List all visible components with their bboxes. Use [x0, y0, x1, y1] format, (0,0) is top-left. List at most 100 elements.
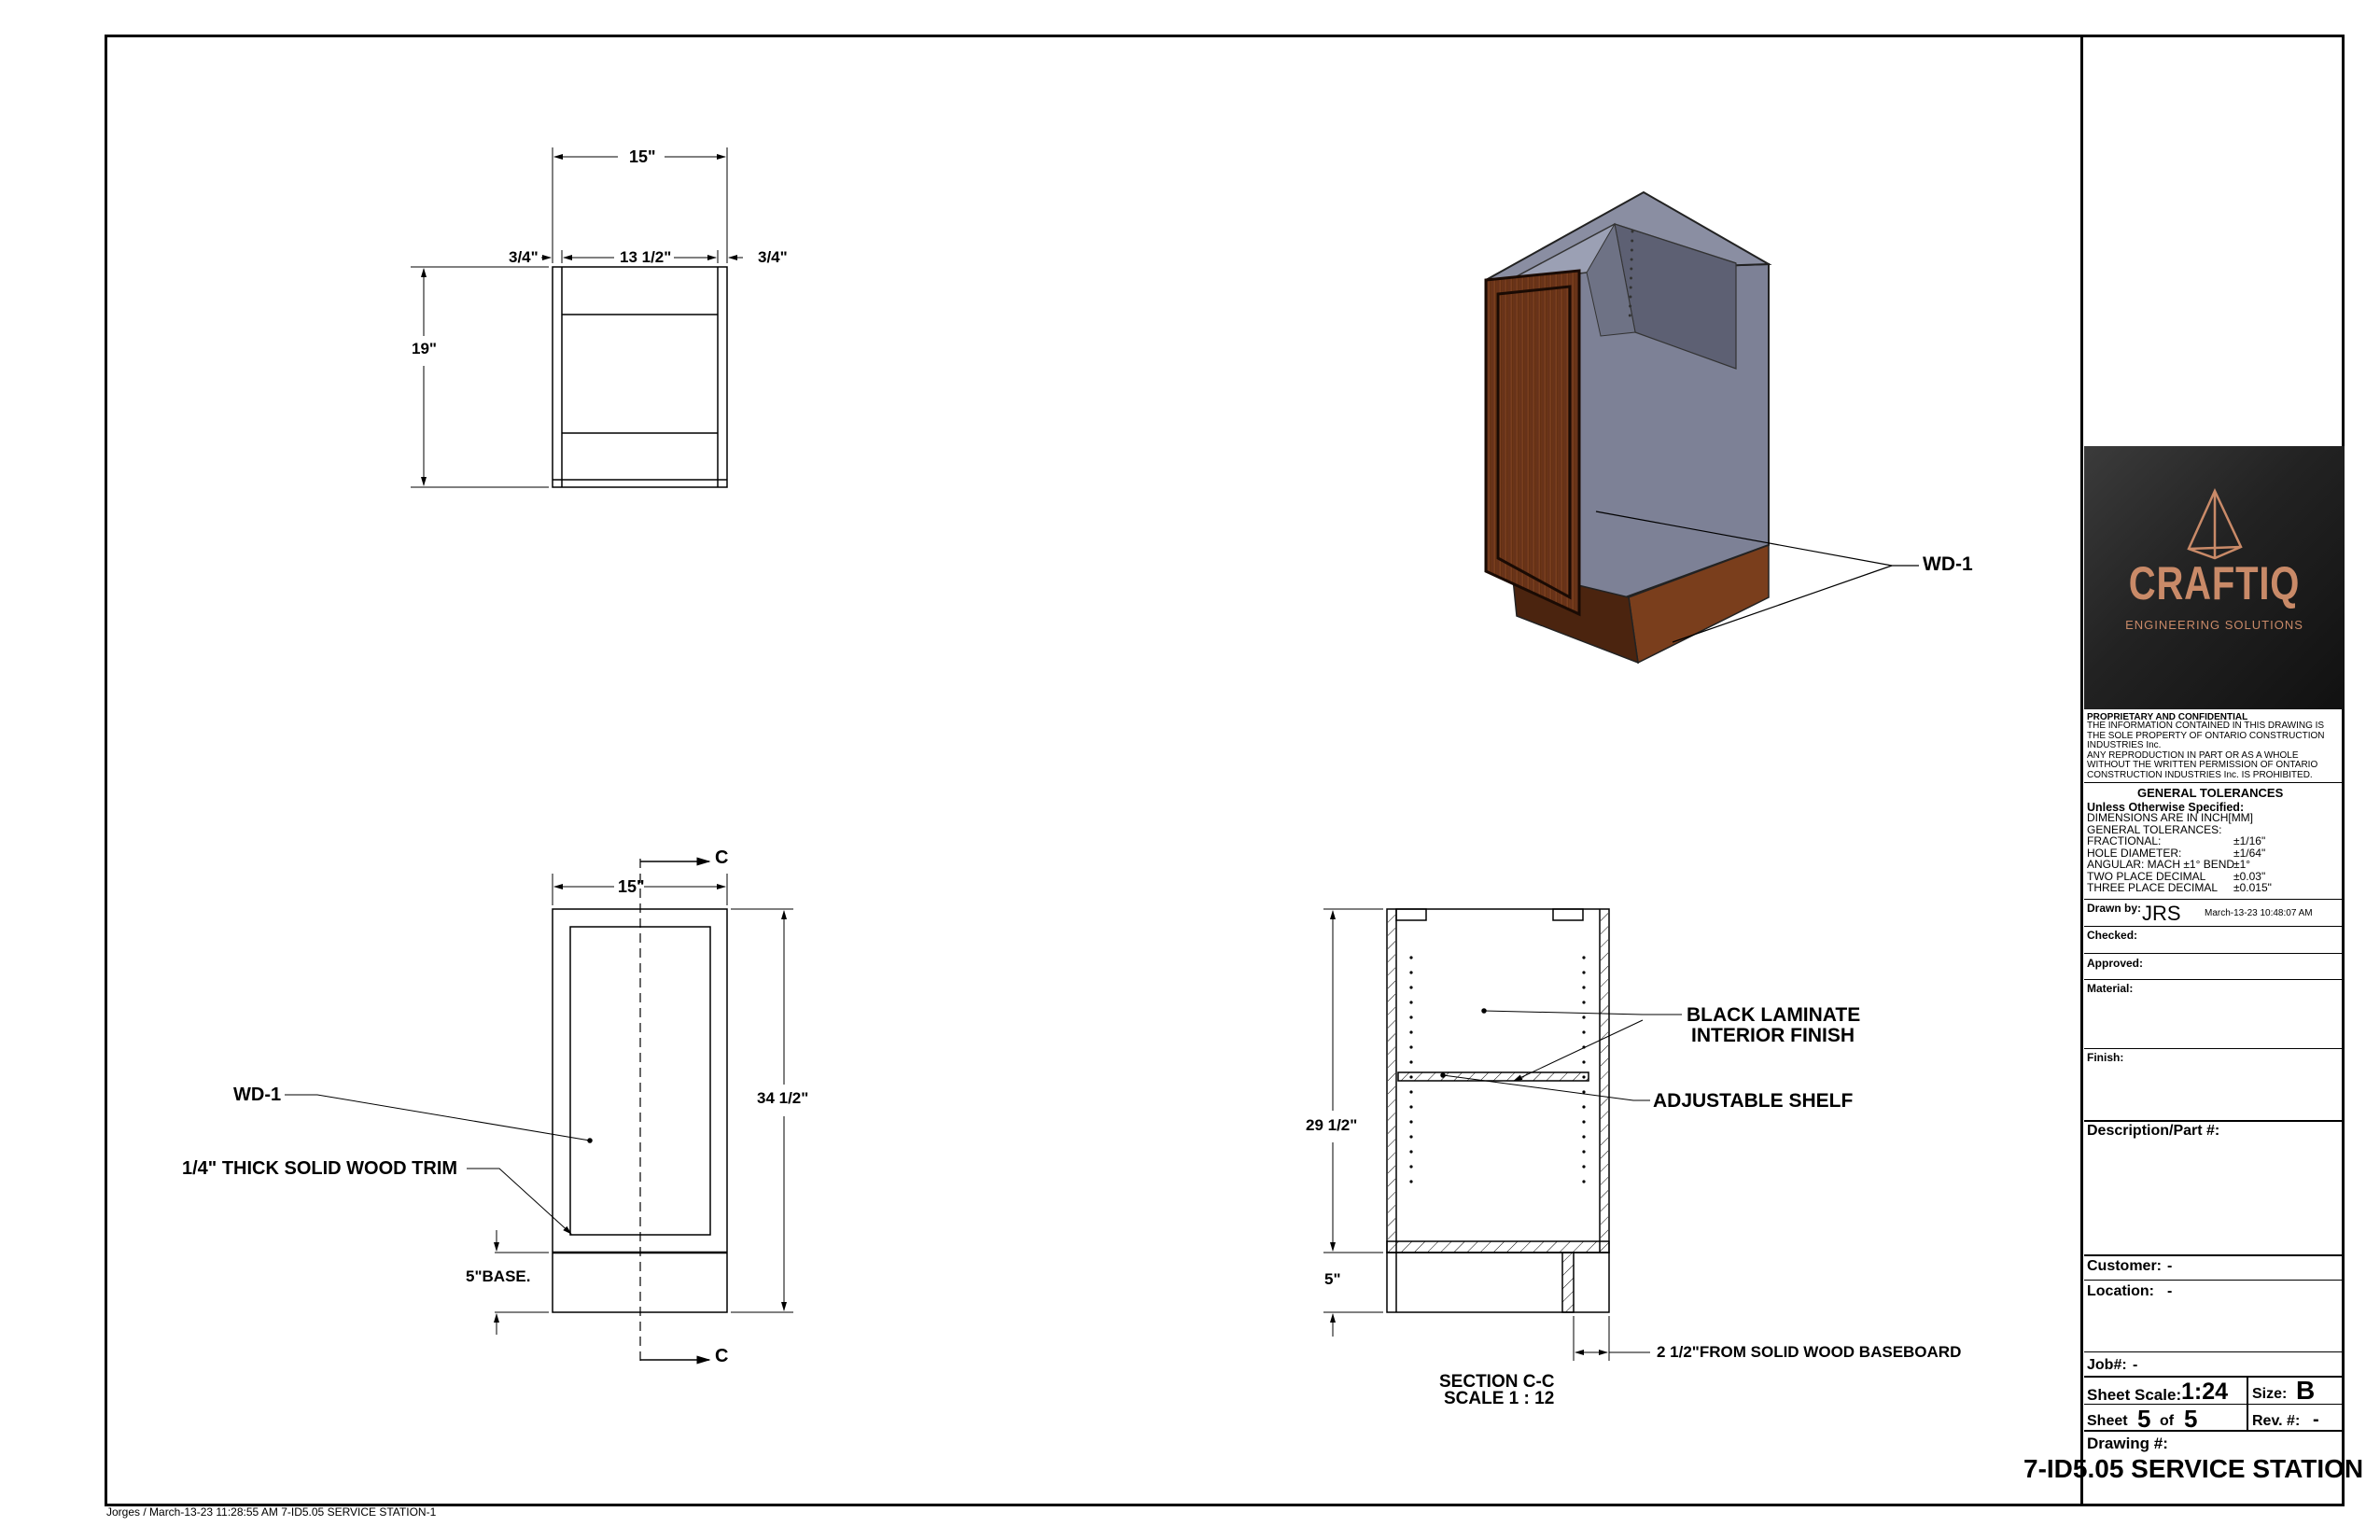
shelf-pin-hole — [1409, 1060, 1413, 1064]
iso-pin-hole — [1631, 230, 1634, 233]
callout-baseboard: 2 1/2"FROM SOLID WOOD BASEBOARD — [1657, 1343, 1962, 1361]
callout-laminate-2: INTERIOR FINISH — [1691, 1025, 1855, 1046]
shelf-pin-hole — [1582, 1060, 1586, 1064]
shelf-pin-hole — [1582, 1165, 1586, 1169]
top-view-outline — [552, 266, 728, 488]
callout-wd1-front: WD-1 — [233, 1085, 282, 1105]
iso-view — [1484, 190, 1919, 665]
shelf-pin-hole — [1582, 1030, 1586, 1034]
customer-label: Customer: — [2087, 1258, 2163, 1274]
sheet-label: Sheet — [2087, 1413, 2128, 1429]
shelf-pin-hole — [1409, 1105, 1413, 1109]
size-value: B — [2296, 1376, 2316, 1405]
location-value: - — [2167, 1283, 2173, 1299]
rev-value: - — [2313, 1409, 2319, 1430]
iso-pin-hole — [1631, 239, 1634, 243]
tolerances-title: GENERAL TOLERANCES — [2137, 786, 2284, 800]
shelf-pin-hole — [1582, 986, 1586, 989]
top-view — [411, 147, 743, 488]
location-label: Location: — [2087, 1283, 2154, 1299]
shelf-pin-hole — [1409, 1090, 1413, 1094]
dim-top-right-side: 3/4" — [758, 248, 788, 266]
tolerances-list: DIMENSIONS ARE IN INCH[MM] GENERAL TOLER… — [2087, 811, 2254, 894]
shelf-pin-holes — [1409, 956, 1586, 1183]
callout-shelf: ADJUSTABLE SHELF — [1653, 1090, 1854, 1112]
shelf-pin-hole — [1409, 1150, 1413, 1154]
material-label: Material: — [2087, 982, 2134, 995]
tolerances-values: ±1/16" ±1/64" ±1° ±0.03" ±0.015" — [2233, 834, 2272, 894]
iso-pin-hole — [1629, 304, 1632, 308]
shelf-pin-hole — [1409, 1120, 1413, 1124]
shelf-pin-hole — [1582, 1015, 1586, 1019]
iso-pin-hole — [1630, 267, 1633, 271]
shelf-pin-hole — [1582, 971, 1586, 974]
approved-label: Approved: — [2087, 957, 2143, 970]
shelf-pin-hole — [1582, 1001, 1586, 1004]
section-marker-top: C — [715, 847, 729, 868]
tolerances-unless: Unless Otherwise Specified: — [2087, 801, 2245, 814]
shelf-pin-hole — [1582, 1090, 1586, 1094]
shelf-pin-hole — [1582, 1180, 1586, 1183]
dim-front-base: 5"BASE. — [466, 1267, 531, 1285]
sheet-total: 5 — [2184, 1405, 2198, 1433]
iso-pin-hole — [1630, 258, 1633, 261]
iso-pin-hole — [1629, 286, 1632, 289]
iso-pin-hole — [1630, 276, 1632, 280]
shelf-pin-hole — [1409, 1030, 1413, 1034]
drawing-border — [105, 35, 2345, 1506]
proprietary-text: THE INFORMATION CONTAINED IN THIS DRAWIN… — [2087, 721, 2325, 780]
job-value: - — [2133, 1357, 2138, 1373]
job-label: Job#: — [2087, 1357, 2127, 1373]
section-scale: SCALE 1 : 12 — [1444, 1389, 1555, 1408]
description-label: Description/Part #: — [2087, 1123, 2220, 1139]
shelf-pin-hole — [1409, 1001, 1413, 1004]
dim-front-width: 15" — [618, 877, 645, 896]
finish-label: Finish: — [2087, 1051, 2124, 1064]
iso-pin-hole — [1629, 295, 1632, 299]
checked-label: Checked: — [2087, 929, 2138, 942]
shelf-pin-hole — [1409, 1015, 1413, 1019]
iso-pin-hole — [1630, 248, 1633, 252]
dim-top-depth: 19" — [412, 340, 437, 357]
shelf-pin-hole — [1409, 1165, 1413, 1169]
section-title: SECTION C-C — [1439, 1372, 1555, 1392]
shelf-pin-hole — [1409, 1075, 1413, 1079]
dim-top-inner: 13 1/2" — [620, 248, 672, 266]
scale-label: Sheet Scale: — [2087, 1386, 2182, 1404]
rev-label: Rev. #: — [2252, 1413, 2301, 1429]
shelf-pin-hole — [1582, 1075, 1586, 1079]
dim-front-height: 34 1/2" — [757, 1089, 809, 1107]
dim-top-left-side: 3/4" — [509, 248, 539, 266]
shelf-pin-hole — [1409, 1045, 1413, 1049]
shelf-pin-hole — [1409, 1180, 1413, 1183]
callout-laminate-1: BLACK LAMINATE — [1687, 1004, 1861, 1026]
footer-stamp: Jorges / March-13-23 11:28:55 AM 7-ID5.0… — [106, 1505, 437, 1519]
proprietary-title: PROPRIETARY AND CONFIDENTIAL — [2087, 712, 2248, 722]
shelf-pin-hole — [1582, 1105, 1586, 1109]
shelf-pin-hole — [1582, 1135, 1586, 1139]
section-marker-bottom: C — [715, 1346, 729, 1366]
title-block — [2080, 35, 2345, 1506]
iso-pin-hole — [1628, 314, 1631, 317]
dim-section-box: 29 1/2" — [1306, 1116, 1358, 1134]
scale-value: 1:24 — [2181, 1379, 2229, 1405]
logo-tagline: ENGINEERING SOLUTIONS — [2125, 618, 2303, 632]
drawing-number-label: Drawing #: — [2087, 1435, 2168, 1452]
shelf-pin-hole — [1582, 1120, 1586, 1124]
section-view — [1323, 908, 1682, 1361]
shelf-pin-hole — [1409, 986, 1413, 989]
shelf-pin-hole — [1409, 971, 1413, 974]
sheet-of: of — [2160, 1413, 2175, 1429]
sheet-number: 5 — [2137, 1405, 2151, 1433]
drawn-by-value: JRS — [2142, 902, 2181, 925]
shelf-pin-hole — [1582, 956, 1586, 959]
shelf-pin-hole — [1582, 1150, 1586, 1154]
shelf-pin-hole — [1409, 1135, 1413, 1139]
drawn-by-label: Drawn by: — [2087, 902, 2142, 915]
customer-value: - — [2167, 1258, 2173, 1274]
drawing-number: 7-ID5.05 SERVICE STATION — [2023, 1454, 2364, 1483]
drawn-date: March-13-23 10:48:07 AM — [2205, 908, 2313, 918]
logo-pyramid-icon — [2187, 488, 2243, 560]
dim-section-base: 5" — [1324, 1270, 1341, 1288]
